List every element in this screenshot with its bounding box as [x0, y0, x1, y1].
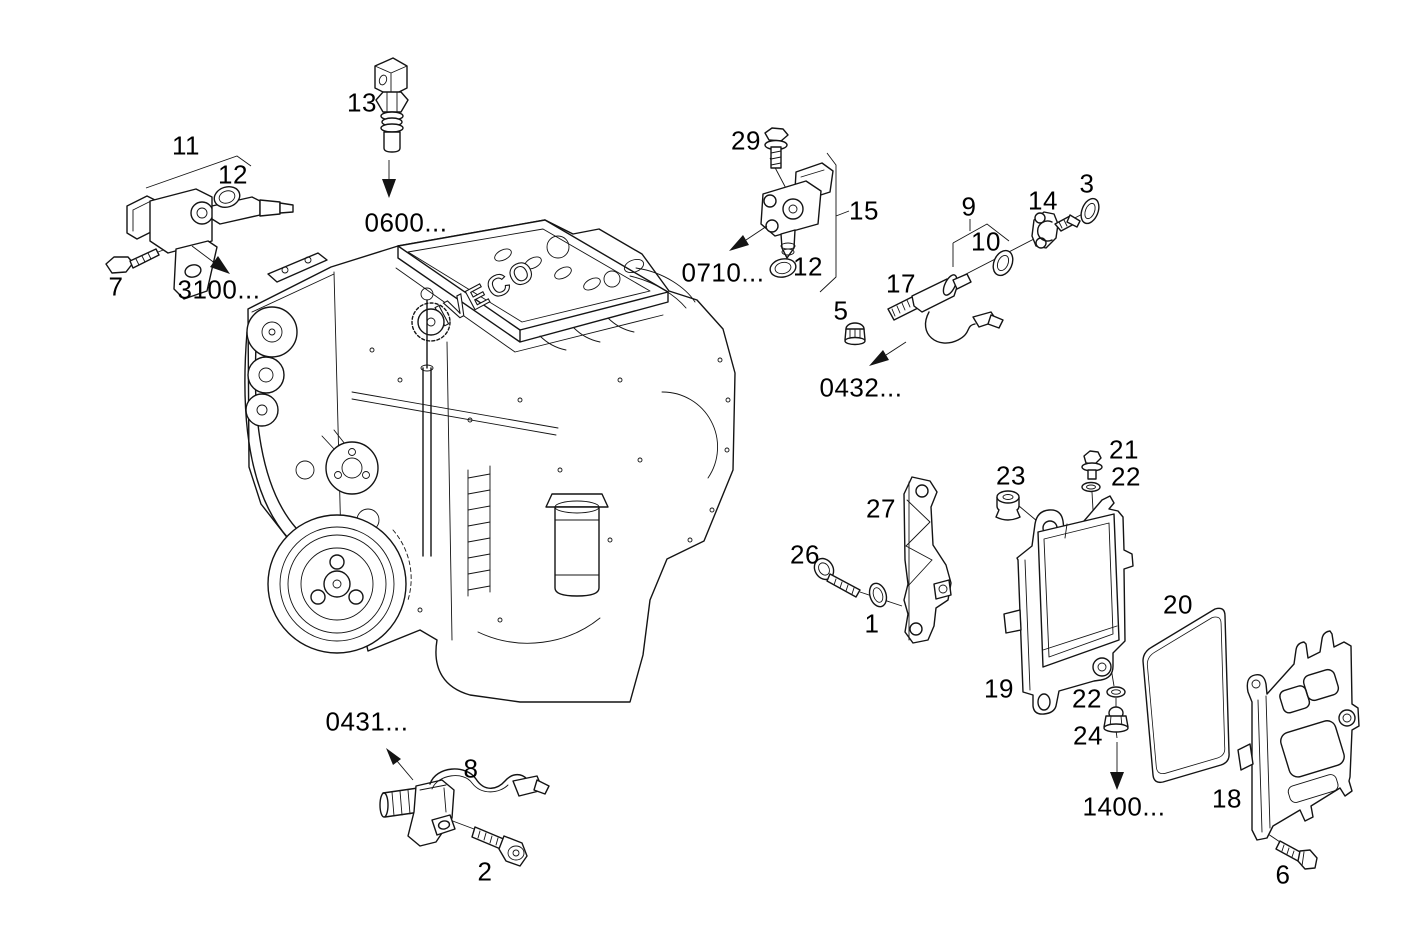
arrow-to-1400	[1110, 742, 1124, 790]
axis-bolt2	[449, 819, 475, 830]
leader-23	[1018, 505, 1038, 522]
part-27-bracket	[903, 476, 952, 644]
arrow-to-0432	[869, 341, 907, 366]
part-14-camshaft-sensor	[1031, 211, 1081, 249]
part-13-temperature-sensor	[374, 57, 409, 153]
part-6-bolt	[1275, 840, 1318, 870]
part-12-seal-ring-left	[213, 185, 241, 209]
part-10-seal-ring	[992, 249, 1014, 277]
part-19-ecu	[1003, 495, 1134, 715]
part-15-pressure-sensor	[760, 162, 834, 259]
part-17-speed-sensor	[887, 273, 1004, 344]
part-18-ecu-cover	[1237, 630, 1360, 841]
part-3-seal-ring	[1080, 197, 1100, 225]
part-7-bolt	[105, 248, 160, 274]
part-29-bolt	[764, 127, 789, 169]
part-26-bolt	[813, 557, 861, 598]
part-1-seal-ring	[868, 582, 888, 608]
part-2-bolt	[471, 826, 528, 867]
leader-15	[819, 152, 850, 293]
arrow-to-3100	[191, 245, 230, 274]
part-22-washer-lower	[1106, 686, 1126, 698]
arrow-to-0431	[386, 748, 414, 781]
part-23-grommet	[995, 490, 1021, 521]
part-5-cap-nut	[844, 322, 866, 346]
part-24-bolt	[1103, 706, 1129, 733]
arrow-to-0710	[729, 225, 768, 251]
axis-bolt21	[1091, 491, 1094, 511]
part-21-bolt	[1081, 450, 1103, 480]
part-22-washer-upper	[1081, 481, 1101, 493]
leader-11	[145, 155, 252, 189]
part-20-gasket	[1142, 607, 1230, 784]
arrow-to-0600	[382, 160, 396, 198]
part-12-seal-ring-right	[769, 258, 797, 278]
part-8-crankshaft-sensor	[379, 768, 550, 847]
leader-9	[952, 219, 1010, 267]
part-11-pressure-sensor	[126, 188, 294, 300]
engine-illustration: IVECO	[244, 219, 736, 703]
